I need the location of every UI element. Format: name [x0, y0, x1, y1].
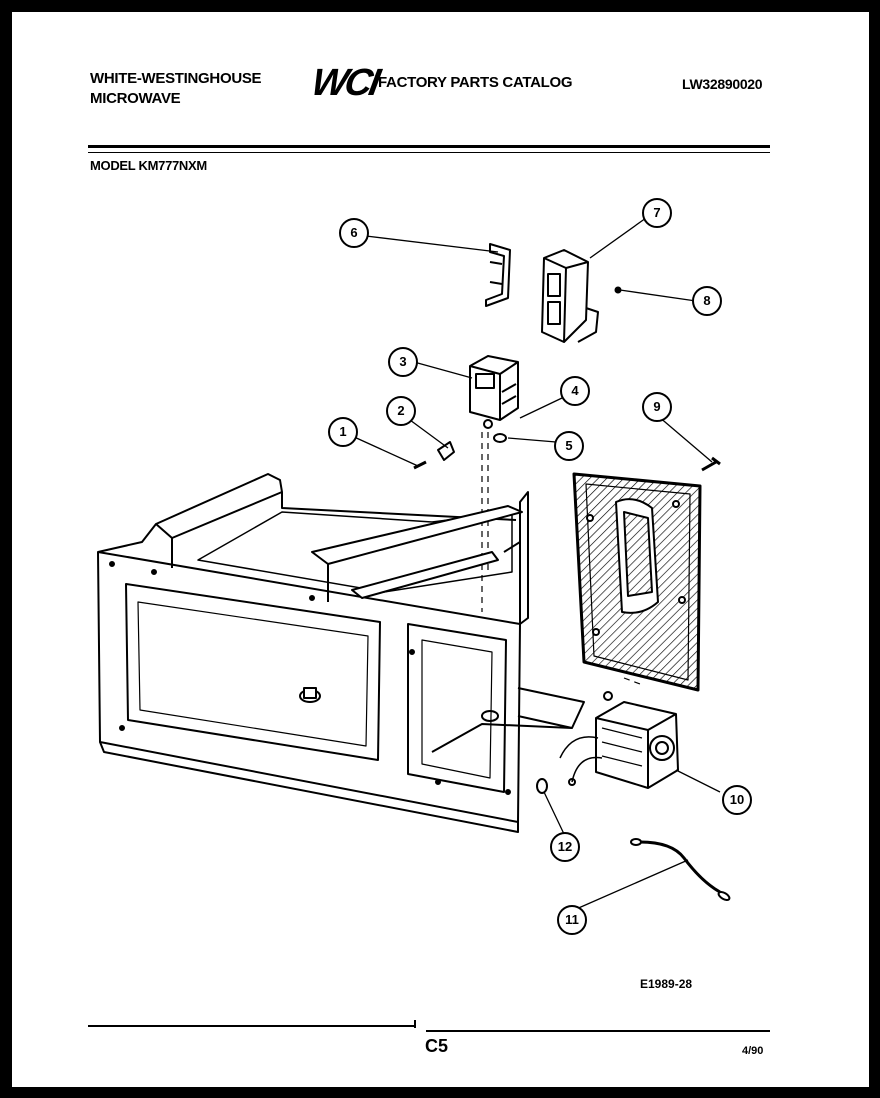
part-1-screw: [413, 460, 427, 470]
callout-12: 12: [550, 832, 580, 862]
part-7-waveguide: [541, 249, 599, 343]
callout-2: 2: [386, 396, 416, 426]
part-2-clip: [437, 441, 455, 461]
footer-rule-left: [88, 1025, 414, 1027]
product-type: MICROWAVE: [90, 90, 181, 107]
callout-1: 1: [328, 417, 358, 447]
part-3-magnetron: [469, 355, 519, 429]
header-rule-thin: [88, 152, 770, 153]
callout-leader-lines: [351, 217, 721, 911]
exploded-parts-diagram: [97, 217, 731, 911]
catalog-title: FACTORY PARTS CATALOG: [378, 74, 573, 91]
callout-6: 6: [339, 218, 369, 248]
diagram-code: E1989-28: [640, 977, 693, 991]
callout-8: 8: [692, 286, 722, 316]
model-number: MODEL KM777NXM: [90, 158, 207, 173]
parts-catalog-page: WHITE-WESTINGHOUSE MICROWAVE WCI FACTORY…: [12, 12, 869, 1087]
page-code: C5: [425, 1036, 449, 1056]
callout-5: 5: [554, 431, 584, 461]
callout-9: 9: [642, 392, 672, 422]
callout-7: 7: [642, 198, 672, 228]
part-12-fastener: [536, 778, 548, 794]
part-10-transformer: [559, 691, 679, 789]
footer-rule-tick: [414, 1020, 416, 1028]
callout-10: 10: [722, 785, 752, 815]
part-6-gasket: [485, 243, 511, 307]
header-rule-thick: [88, 145, 770, 148]
callout-11: 11: [557, 905, 587, 935]
part-9-screw: [701, 456, 721, 472]
part-8-screw: [614, 286, 622, 294]
part-5-ring: [493, 433, 507, 443]
callout-4: 4: [560, 376, 590, 406]
callout-3: 3: [388, 347, 418, 377]
hatched-cover-panel: [572, 472, 702, 692]
part-11-wire-harness: [630, 838, 731, 901]
oven-chassis-frame: [97, 473, 585, 833]
revision-date: 4/90: [742, 1045, 764, 1057]
catalog-number: LW32890020: [682, 76, 763, 92]
footer-rule-right: [426, 1030, 770, 1032]
brand-name: WHITE-WESTINGHOUSE: [90, 70, 262, 87]
